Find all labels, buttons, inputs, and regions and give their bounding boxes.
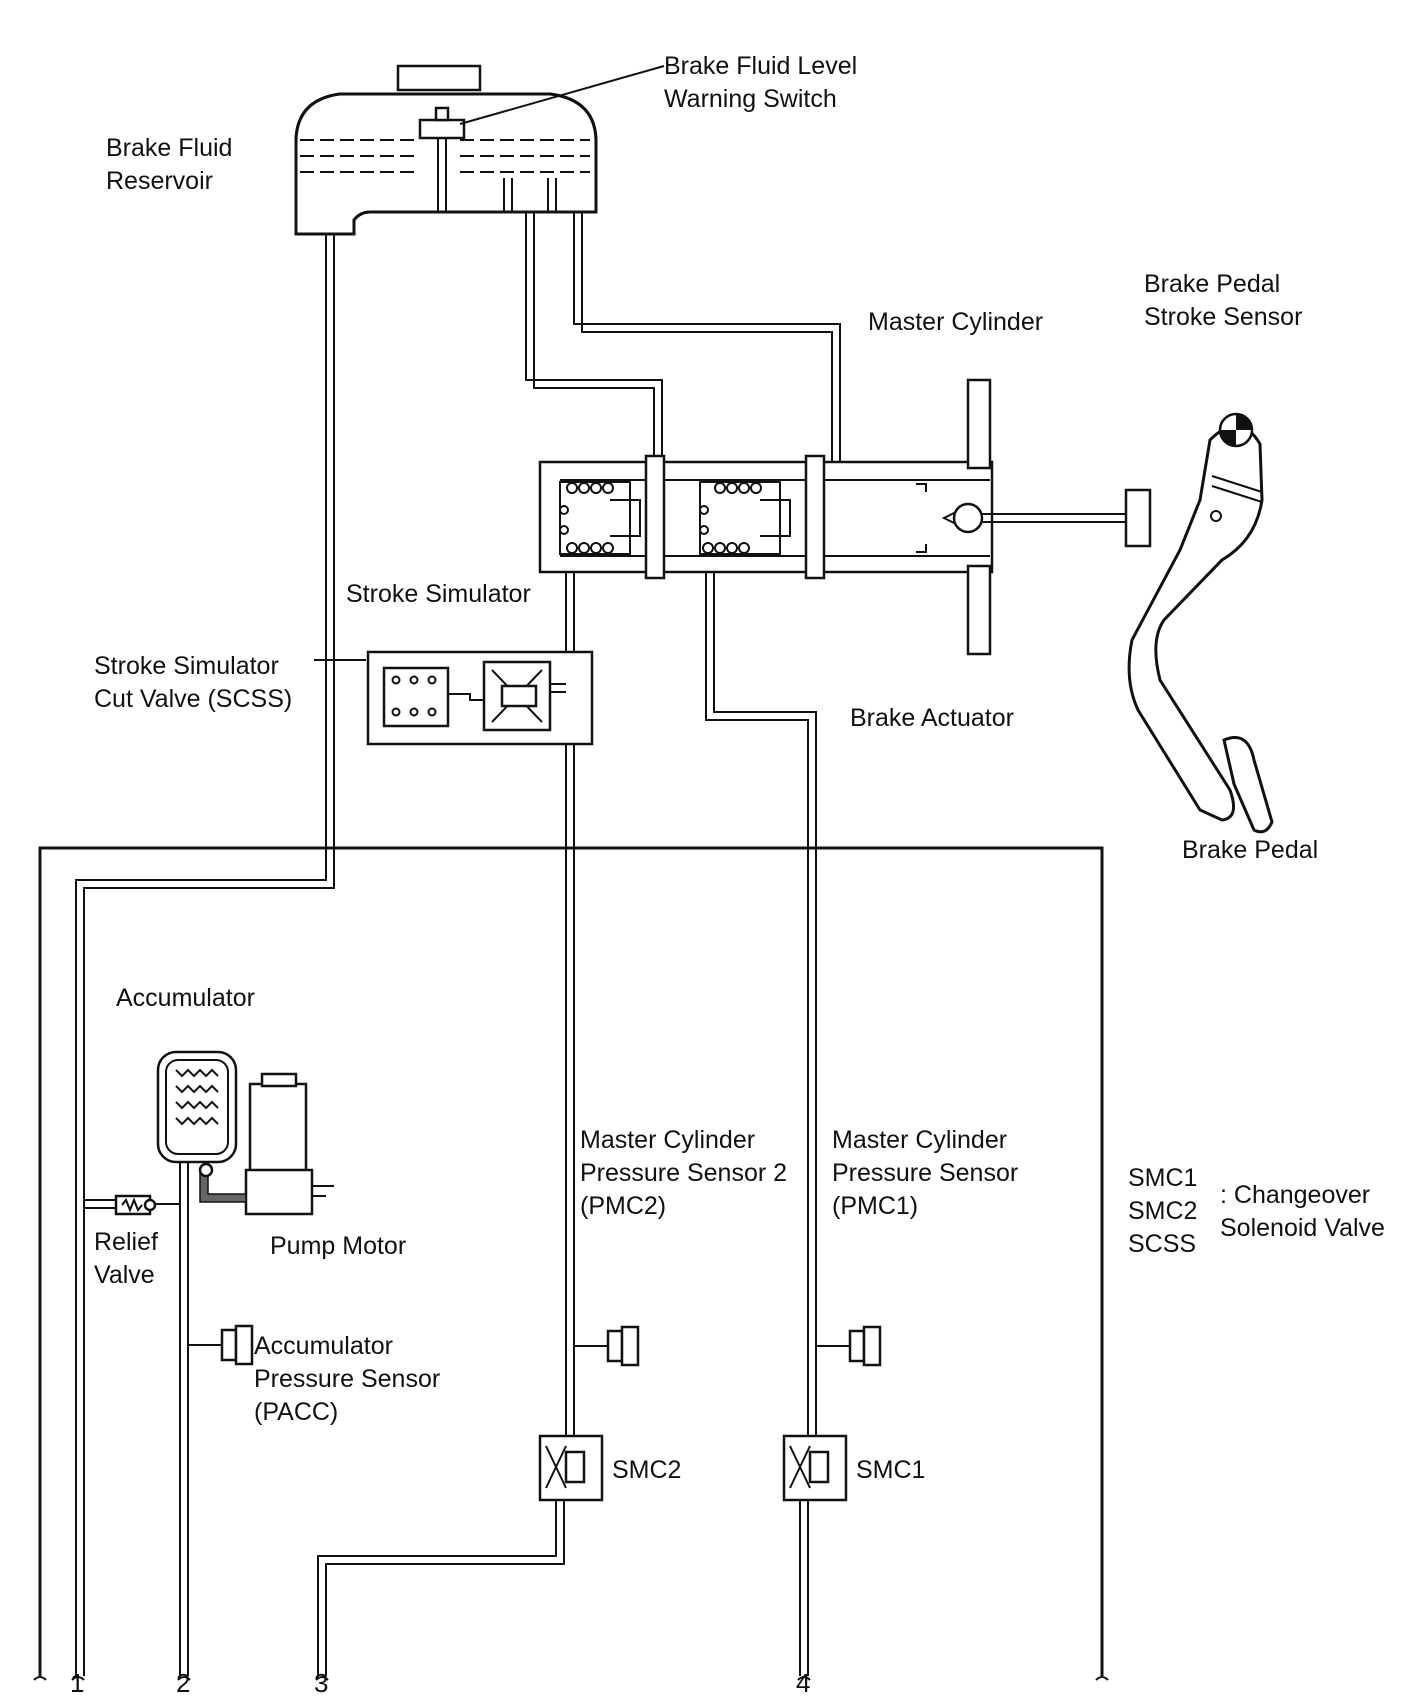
stroke-simulator [366,650,594,746]
pmc1-label: Master Cylinder Pressure Sensor (PMC1) [832,1126,1025,1220]
pmc2-sensor [574,1325,640,1367]
legend-codes: SMC1 SMC2 SCSS [1128,1164,1204,1258]
reservoir-label: Brake Fluid Reservoir [106,134,239,195]
brake-actuator-boundary [38,846,1104,1676]
master-cylinder-label: Master Cylinder [868,308,1043,336]
pedal-pad [1222,736,1274,834]
pump-motor-label: Pump Motor [270,1232,406,1260]
relief-valve [114,1194,157,1216]
accumulator [156,1050,238,1164]
master-cylinder [538,378,1130,656]
warning-switch-label: Brake Fluid Level Warning Switch [664,52,864,113]
smc1-valve [782,1434,848,1502]
warning-switch-leader [459,65,665,125]
port-number-2: 2 [176,1668,190,1696]
smc2-label: SMC2 [612,1456,681,1484]
pacc-label: Accumulator Pressure Sensor (PACC) [254,1332,447,1426]
stroke-simulator-label: Stroke Simulator [346,580,531,608]
hydraulic-pipes [75,212,841,1676]
pump-motor [198,1072,314,1216]
stroke-sensor-boss [1124,488,1152,548]
stroke-sensor-label: Brake Pedal Stroke Sensor [1144,270,1302,331]
brake-fluid-reservoir [294,64,598,236]
brake-pedal-assembly [1124,412,1274,834]
smc2-valve [538,1434,604,1502]
legend-description: : Changeover Solenoid Valve [1220,1181,1385,1242]
accumulator-pressure-sensor [188,1324,254,1366]
accumulator-label: Accumulator [116,984,255,1012]
scss-label: Stroke Simulator Cut Valve (SCSS) [94,652,292,713]
pipe-ends [33,1676,1109,1681]
port-number-4: 4 [796,1668,810,1696]
brake-pedal-label: Brake Pedal [1182,836,1318,864]
port-number-1: 1 [70,1668,84,1696]
smc1-label: SMC1 [856,1456,925,1484]
relief-valve-label: Relief Valve [94,1228,165,1289]
pmc2-label: Master Cylinder Pressure Sensor 2 (PMC2) [580,1126,794,1220]
port-number-3: 3 [314,1668,328,1696]
pmc1-sensor [816,1325,882,1367]
brake-actuator-label: Brake Actuator [850,704,1014,732]
level-switch-float [418,118,466,140]
